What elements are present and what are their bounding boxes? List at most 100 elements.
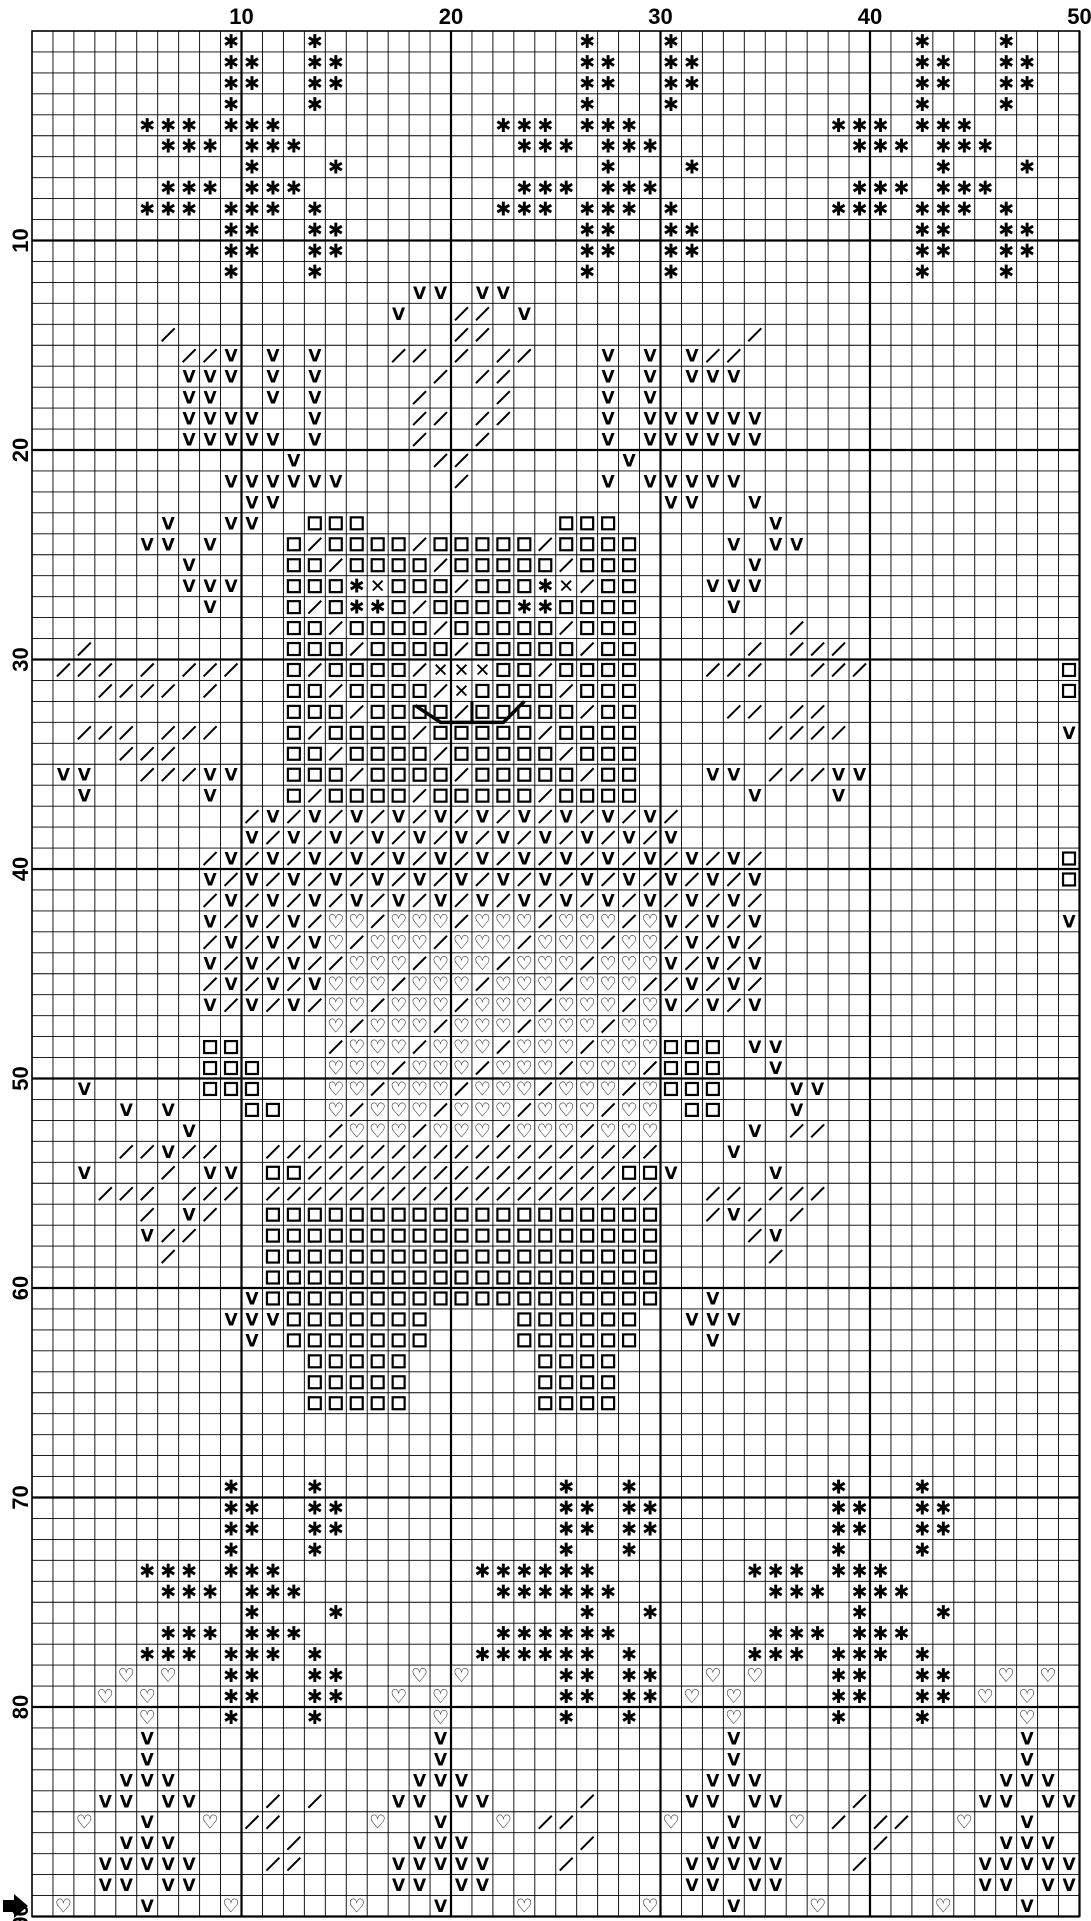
star-symbol: ✱ [223, 1560, 239, 1582]
heart-symbol: ♡ [642, 995, 659, 1017]
star-symbol: ✱ [558, 1497, 574, 1519]
check-symbol: V [162, 1771, 176, 1791]
star-symbol: ✱ [328, 1518, 344, 1540]
check-symbol: V [245, 472, 259, 492]
heart-symbol: ♡ [474, 1037, 491, 1059]
check-symbol: V [1000, 1876, 1014, 1896]
star-symbol: ✱ [893, 1623, 909, 1645]
heart-symbol: ♡ [516, 911, 533, 933]
check-symbol: V [581, 870, 595, 890]
star-symbol: ✱ [202, 178, 218, 200]
check-symbol: V [183, 577, 197, 597]
check-symbol: V [392, 808, 406, 828]
heart-symbol: ♡ [579, 1016, 596, 1038]
heart-symbol: ♡ [1040, 1665, 1057, 1687]
heart-symbol: ♡ [474, 1016, 491, 1038]
check-symbol: V [664, 870, 678, 890]
check-symbol: V [434, 808, 448, 828]
check-symbol: V [497, 829, 511, 849]
heart-symbol: ♡ [579, 1078, 596, 1100]
star-symbol: ✱ [873, 1581, 889, 1603]
check-symbol: V [392, 850, 406, 870]
heart-symbol: ♡ [495, 974, 512, 996]
star-symbol: ✱ [516, 1644, 532, 1666]
star-symbol: ✱ [537, 199, 553, 221]
heart-symbol: ♡ [558, 932, 575, 954]
star-symbol: ✱ [223, 1707, 239, 1729]
star-symbol: ✱ [328, 1602, 344, 1624]
check-symbol: V [329, 870, 343, 890]
star-symbol: ✱ [873, 178, 889, 200]
check-symbol: V [287, 912, 301, 932]
star-symbol: ✱ [600, 157, 616, 179]
heart-symbol: ♡ [453, 1665, 470, 1687]
star-symbol: ✱ [244, 1686, 260, 1708]
star-symbol: ✱ [516, 178, 532, 200]
check-symbol: V [1021, 1813, 1035, 1833]
heart-symbol: ♡ [600, 1058, 617, 1080]
check-symbol: V [622, 870, 636, 890]
star-symbol: ✱ [956, 178, 972, 200]
check-symbol: V [308, 472, 322, 492]
check-symbol: V [685, 368, 699, 388]
check-symbol: V [245, 870, 259, 890]
check-symbol: V [224, 850, 238, 870]
star-symbol: ✱ [139, 115, 155, 137]
check-symbol: V [727, 535, 741, 555]
star-symbol: ✱ [160, 136, 176, 158]
check-symbol: V [455, 829, 469, 849]
star-symbol: ✱ [307, 240, 323, 262]
heart-symbol: ♡ [348, 1896, 365, 1918]
star-symbol: ✱ [621, 136, 637, 158]
left-axis-label: 70 [8, 1485, 33, 1509]
check-symbol: V [245, 1289, 259, 1309]
star-symbol: ✱ [747, 1560, 763, 1582]
star-symbol: ✱ [307, 1518, 323, 1540]
cross-symbol: ✕ [558, 576, 574, 598]
check-symbol: V [476, 1855, 490, 1875]
heart-symbol: ♡ [453, 953, 470, 975]
check-symbol: V [183, 410, 197, 430]
check-symbol: V [224, 431, 238, 451]
heart-symbol: ♡ [558, 1078, 575, 1100]
check-symbol: V [266, 431, 280, 451]
heart-symbol: ♡ [139, 1686, 156, 1708]
check-symbol: V [769, 1876, 783, 1896]
heart-symbol: ♡ [746, 1665, 763, 1687]
check-symbol: V [476, 1876, 490, 1896]
check-symbol: V [979, 1855, 993, 1875]
heart-symbol: ♡ [432, 974, 449, 996]
star-symbol: ✱ [789, 1560, 805, 1582]
check-symbol: V [434, 850, 448, 870]
star-symbol: ✱ [914, 199, 930, 221]
check-symbol: V [308, 975, 322, 995]
heart-symbol: ♡ [516, 1058, 533, 1080]
star-symbol: ✱ [663, 31, 679, 53]
star-symbol: ✱ [600, 199, 616, 221]
star-symbol: ✱ [244, 1497, 260, 1519]
check-symbol: V [162, 1855, 176, 1875]
star-symbol: ✱ [307, 1707, 323, 1729]
check-symbol: V [664, 431, 678, 451]
heart-symbol: ♡ [327, 1016, 344, 1038]
heart-symbol: ♡ [537, 1120, 554, 1142]
star-symbol: ✱ [537, 1560, 553, 1582]
check-symbol: V [706, 1331, 720, 1351]
star-symbol: ✱ [160, 115, 176, 137]
star-symbol: ✱ [223, 261, 239, 283]
check-symbol: V [685, 975, 699, 995]
star-symbol: ✱ [747, 1644, 763, 1666]
heart-symbol: ♡ [935, 1896, 952, 1918]
heart-symbol: ♡ [327, 1078, 344, 1100]
star-symbol: ✱ [223, 1477, 239, 1499]
star-symbol: ✱ [642, 1518, 658, 1540]
check-symbol: V [602, 431, 616, 451]
heart-symbol: ♡ [600, 1037, 617, 1059]
check-symbol: V [203, 996, 217, 1016]
heart-symbol: ♡ [558, 1099, 575, 1121]
star-symbol: ✱ [831, 1477, 847, 1499]
heart-symbol: ♡ [621, 1058, 638, 1080]
star-symbol: ✱ [244, 1623, 260, 1645]
heart-symbol: ♡ [642, 1037, 659, 1059]
check-symbol: V [57, 766, 71, 786]
